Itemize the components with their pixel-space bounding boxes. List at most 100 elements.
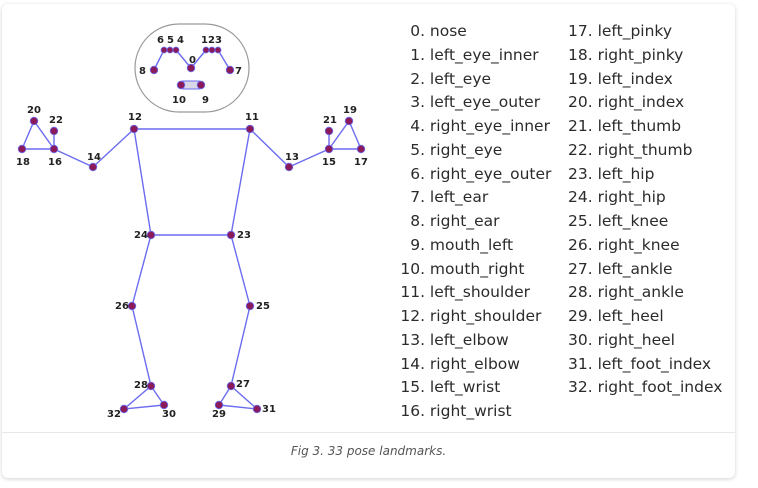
landmark-node-21: [324, 126, 334, 136]
edge-28-32: [123, 385, 152, 410]
landmark-index: 22.: [568, 140, 593, 159]
landmark-name: right_ankle: [592, 283, 684, 302]
node-label-27: 27: [236, 379, 250, 390]
landmark-node-28: [146, 381, 156, 391]
node-label-23: 23: [237, 230, 251, 241]
edge-15-19: [328, 120, 350, 150]
landmark-name: right_eye_outer: [425, 164, 552, 183]
node-label-17: 17: [354, 157, 368, 168]
edge-11-23: [230, 128, 251, 236]
landmark-node-19: [344, 116, 354, 126]
landmark-index: 16.: [400, 402, 425, 420]
landmark-name: left_elbow: [425, 330, 509, 349]
landmark-name: left_wrist: [425, 378, 501, 397]
edge-18-20: [21, 120, 35, 150]
landmark-index: 11.: [400, 283, 425, 302]
node-label-21: 21: [323, 115, 337, 126]
node-label-0: 0: [189, 55, 196, 66]
landmark-node-15: [324, 144, 334, 154]
landmark-item-25: 25. left_knee: [568, 210, 722, 234]
landmark-item-21: 21. left_thumb: [568, 115, 722, 139]
landmark-item-29: 29. left_heel: [568, 305, 722, 329]
landmark-index: 13.: [400, 330, 425, 349]
edge-23-25: [230, 234, 251, 307]
landmark-name: left_eye_inner: [425, 45, 539, 64]
landmark-name: right_eye_inner: [425, 117, 550, 135]
landmark-index: 24.: [568, 188, 593, 207]
landmark-item-16: 16. right_wrist: [394, 400, 551, 424]
landmark-item-7: 7. left_ear: [394, 186, 551, 210]
landmark-name: right_index: [592, 93, 685, 112]
landmark-node-10: [176, 80, 186, 90]
node-label-10: 10: [172, 95, 186, 106]
node-label-8: 8: [139, 66, 146, 77]
landmark-index: 27.: [568, 259, 593, 278]
node-label-30: 30: [162, 409, 176, 420]
landmark-index: 21.: [568, 117, 593, 135]
landmark-index: 2.: [410, 69, 425, 88]
edge-11-13: [249, 128, 290, 168]
node-label-3: 3: [215, 35, 222, 46]
node-label-20: 20: [27, 105, 41, 116]
landmark-item-15: 15. left_wrist: [394, 376, 551, 400]
landmark-node-0: [186, 63, 196, 73]
node-label-2: 2: [208, 35, 215, 46]
landmark-name: mouth_right: [425, 259, 525, 278]
node-label-26: 26: [115, 301, 129, 312]
landmark-name: right_elbow: [425, 354, 520, 373]
edge-27-31: [230, 385, 258, 410]
landmark-node-9: [196, 80, 206, 90]
landmark-item-4: 4. right_eye_inner: [394, 115, 551, 139]
landmark-index: 30.: [568, 330, 593, 349]
landmark-index: 4.: [410, 117, 425, 135]
landmark-item-13: 13. left_elbow: [394, 329, 551, 353]
node-label-9: 9: [202, 95, 209, 106]
node-label-11: 11: [245, 112, 259, 123]
landmark-node-11: [245, 124, 255, 134]
landmark-name: right_wrist: [425, 402, 512, 420]
edge-12-24: [133, 128, 152, 236]
landmark-index: 32.: [568, 378, 593, 397]
landmark-item-5: 5. right_eye: [394, 139, 551, 163]
landmark-node-27: [226, 381, 236, 391]
landmark-index: 19.: [568, 69, 593, 88]
landmark-item-0: 0. nose: [394, 20, 551, 44]
landmark-name: left_knee: [592, 212, 669, 230]
landmark-item-9: 9. mouth_left: [394, 234, 551, 258]
node-label-14: 14: [87, 152, 101, 163]
landmark-item-6: 6. right_eye_outer: [394, 163, 551, 187]
landmark-item-12: 12. right_shoulder: [394, 305, 551, 329]
landmark-node-30: [159, 400, 169, 410]
landmark-item-24: 24. right_hip: [568, 186, 722, 210]
landmark-name: right_heel: [592, 330, 675, 349]
landmark-node-6: [160, 46, 168, 54]
landmark-node-17: [356, 144, 366, 154]
landmark-index: 14.: [400, 354, 425, 373]
landmark-index: 9.: [410, 235, 425, 254]
landmark-item-11: 11. left_shoulder: [394, 281, 551, 305]
landmark-node-3: [214, 46, 222, 54]
landmark-item-28: 28. right_ankle: [568, 281, 722, 305]
node-label-25: 25: [256, 301, 270, 312]
landmark-node-32: [119, 404, 129, 414]
edge-26-28: [131, 305, 152, 387]
landmark-index: 15.: [400, 378, 425, 397]
landmark-name: right_knee: [592, 235, 680, 254]
node-label-22: 22: [49, 115, 63, 126]
landmark-name: right_thumb: [592, 140, 693, 159]
landmark-item-2: 2. left_eye: [394, 68, 551, 92]
edge-24-26: [131, 234, 152, 307]
landmark-name: right_foot_index: [592, 378, 723, 397]
edge-30-32: [123, 404, 165, 410]
landmark-node-23: [226, 230, 236, 240]
node-label-5: 5: [167, 35, 174, 46]
landmark-node-13: [284, 162, 294, 172]
landmark-name: left_eye: [425, 69, 492, 88]
node-label-29: 29: [212, 409, 226, 420]
landmark-node-26: [127, 301, 137, 311]
landmark-node-22: [49, 126, 59, 136]
landmark-node-18: [17, 144, 27, 154]
node-label-1: 1: [201, 35, 208, 46]
landmark-name: right_ear: [425, 212, 500, 230]
